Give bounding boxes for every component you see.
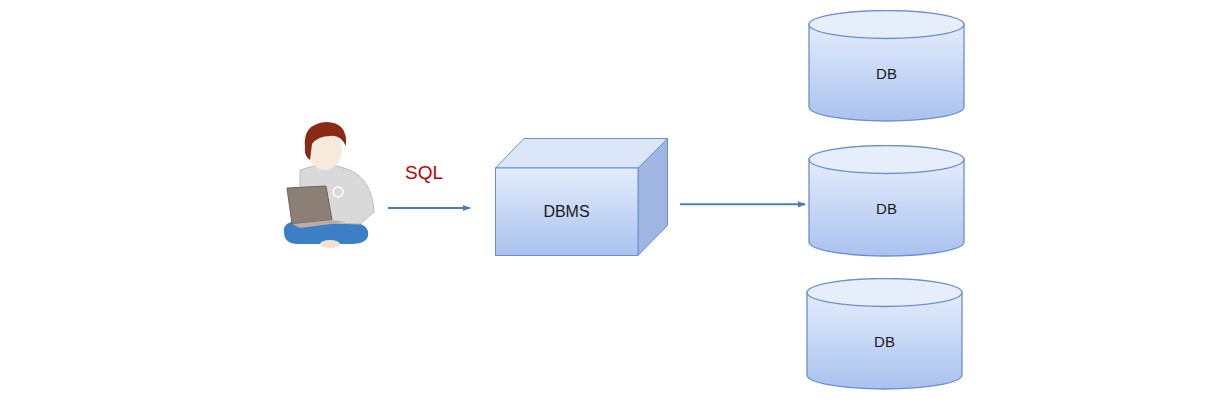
protocol-label: SQL: [405, 162, 443, 184]
text-area: DB: [806, 306, 963, 376]
user-figure: [284, 122, 374, 248]
text-area: DB: [808, 38, 965, 108]
shape-outline: [495, 138, 668, 256]
text-area: DB: [808, 173, 965, 243]
database-cylinder: DB: [806, 278, 963, 390]
db-label: DB: [874, 333, 895, 350]
db-label: DB: [876, 200, 897, 217]
db-label: DB: [876, 65, 897, 82]
dbms-label: DBMS: [543, 203, 589, 221]
sql-arrow: [388, 207, 470, 209]
database-cylinder: DB: [808, 145, 965, 257]
database-cylinder: DB: [808, 10, 965, 122]
connector-arrow: [680, 203, 805, 205]
text-area: DBMS: [495, 168, 638, 256]
dbms-box: DBMS: [495, 138, 668, 256]
